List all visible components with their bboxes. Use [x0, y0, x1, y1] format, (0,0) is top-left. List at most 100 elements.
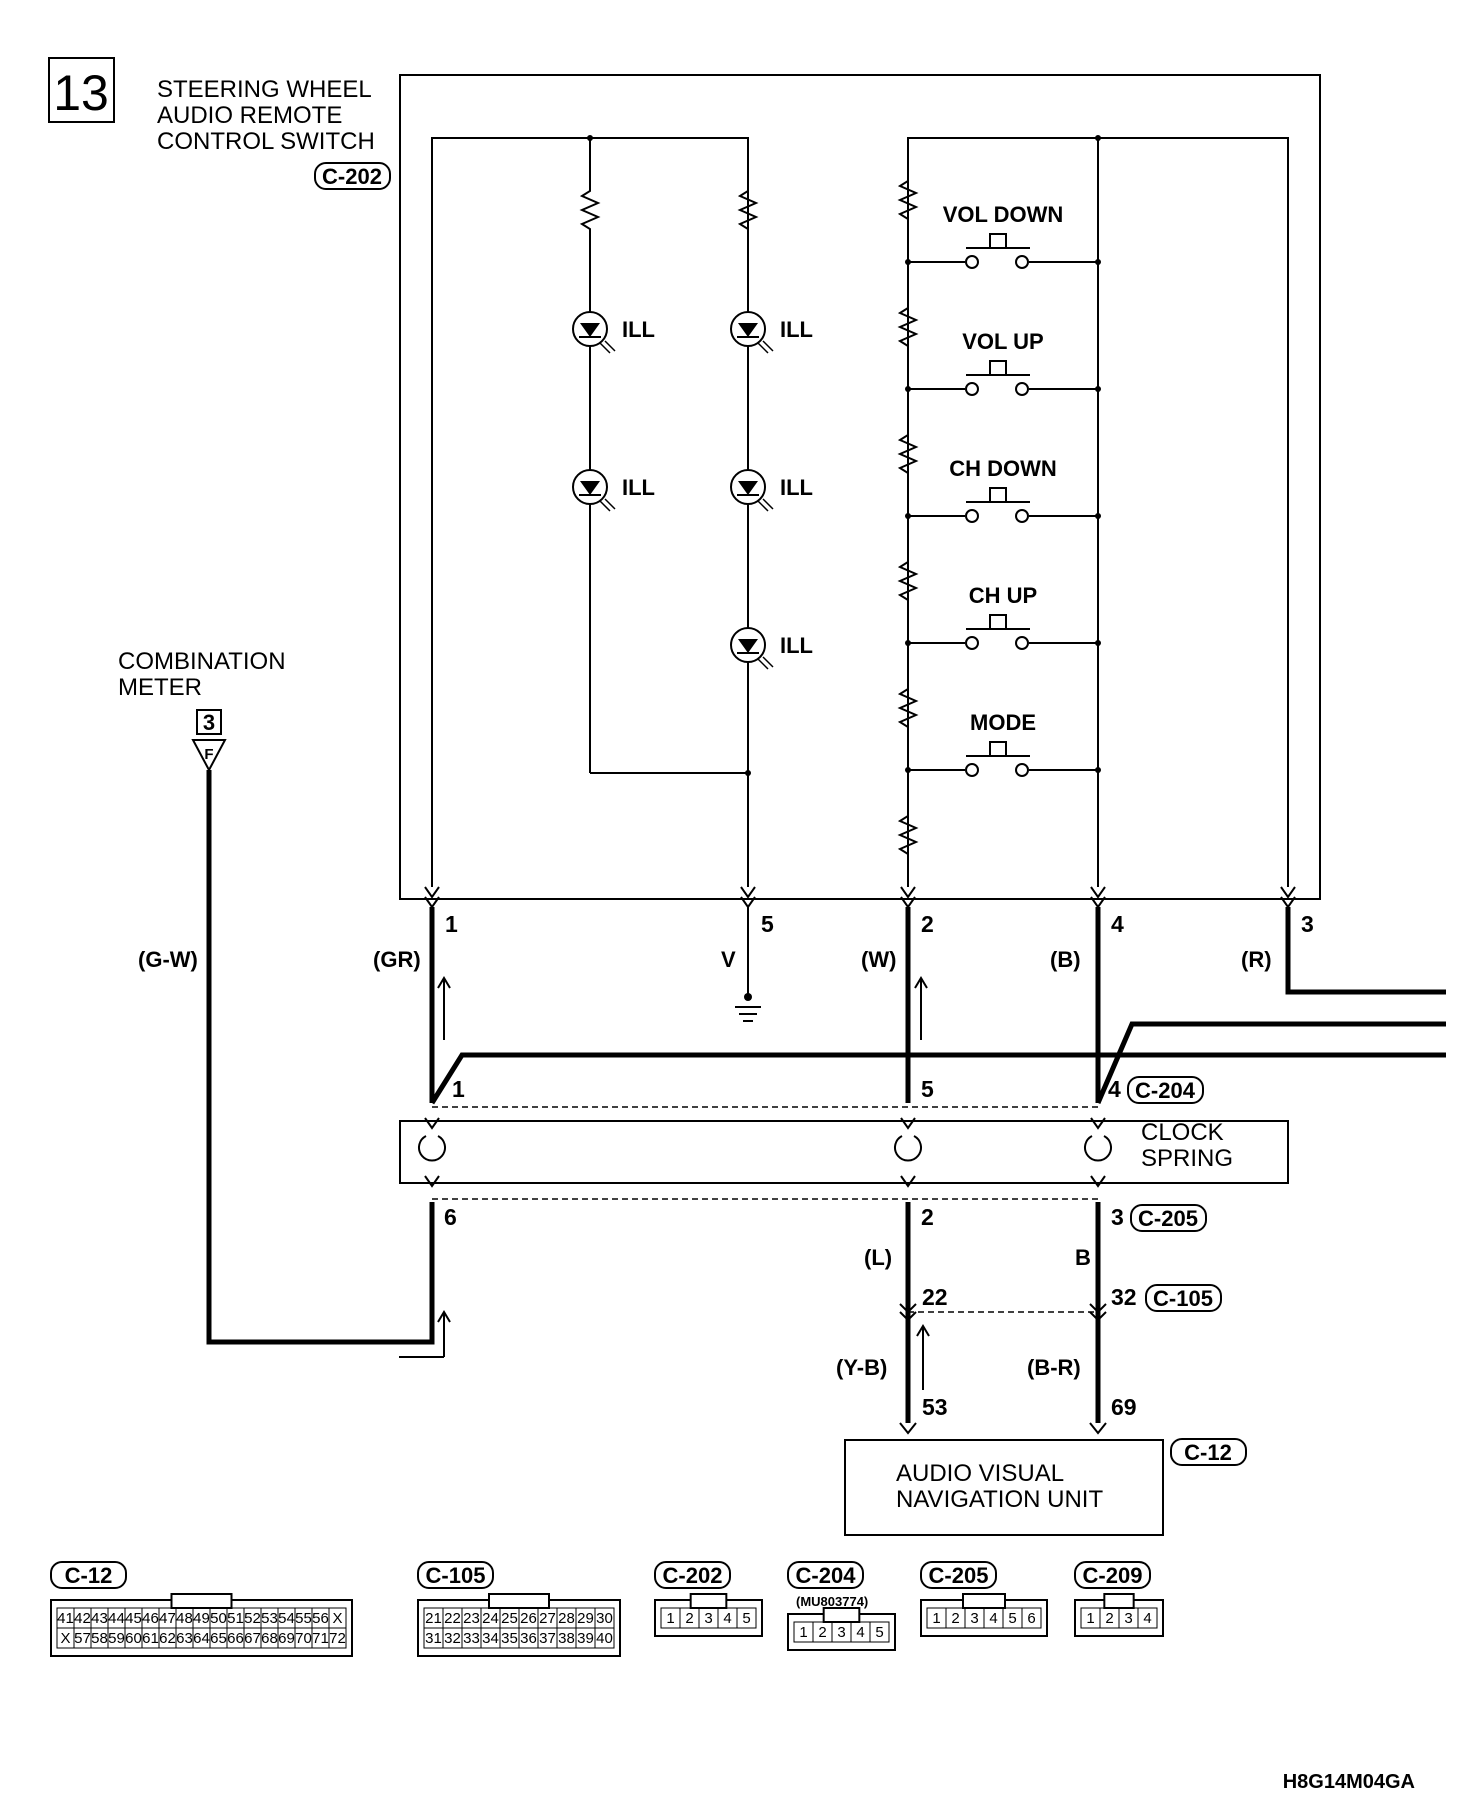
- connector-cavity: 4: [989, 1610, 997, 1627]
- connector-cavity: 71: [312, 1630, 329, 1647]
- wire-color-l: (L): [864, 1245, 892, 1270]
- connector-cavity: 67: [244, 1630, 261, 1647]
- connector-cavity: 5: [742, 1610, 750, 1627]
- clock-spring-box: [399, 1120, 1289, 1184]
- connector-cavity: 53: [261, 1610, 278, 1627]
- switch-button-label: VOL UP: [962, 329, 1044, 354]
- connector-cavity: 3: [837, 1624, 845, 1641]
- connector-cavity: 4: [1143, 1610, 1151, 1627]
- meter-ref-letter: F: [204, 746, 213, 763]
- connector-cavity: 38: [558, 1630, 575, 1647]
- connector-cavity: 41: [57, 1610, 74, 1627]
- external-wiring: [206, 770, 1446, 1358]
- connector-cavity: 27: [539, 1610, 556, 1627]
- wire-color-br: (B-R): [1027, 1355, 1081, 1380]
- connector-cavity: 36: [520, 1630, 537, 1647]
- clock-top-pin-4: 4: [1108, 1076, 1121, 1102]
- connector-cavity: 2: [685, 1610, 693, 1627]
- connector-view-name: C-105: [426, 1563, 486, 1588]
- switch-button-label: MODE: [970, 710, 1036, 735]
- connector-view-name: C-205: [929, 1563, 989, 1588]
- c205-label: C-205: [1138, 1206, 1198, 1231]
- switch-button-label: CH UP: [969, 583, 1037, 608]
- connector-cavity: 52: [244, 1610, 261, 1627]
- switch-pin-5: 5: [761, 911, 774, 937]
- wire-color-pin5: V: [721, 947, 736, 972]
- av-unit-box: [844, 1439, 1164, 1536]
- connector-cavity: 3: [704, 1610, 712, 1627]
- connector-cavity: 4: [723, 1610, 731, 1627]
- av-unit-title-line-1: AUDIO VISUAL: [896, 1460, 1064, 1487]
- ill-label: ILL: [780, 633, 813, 658]
- wire-color-pin2: (W): [861, 947, 896, 972]
- c204-label: C-204: [1135, 1078, 1196, 1103]
- clock-spring-title-line-1: CLOCK: [1141, 1119, 1224, 1146]
- ill-label: ILL: [622, 475, 655, 500]
- connector-cavity: 43: [91, 1610, 108, 1627]
- wire-color-pin1: (GR): [373, 947, 421, 972]
- c105-label: C-105: [1153, 1286, 1213, 1311]
- page-number: 13: [53, 65, 109, 121]
- connector-cavity: 33: [463, 1630, 480, 1647]
- connector-cavity: 1: [666, 1610, 674, 1627]
- page-number-box: [48, 57, 115, 123]
- connector-view-name: C-12: [65, 1563, 113, 1588]
- connector-cavity: 1: [799, 1624, 807, 1641]
- meter-ref-triangle: [191, 739, 227, 773]
- switch-button: CH UP: [905, 583, 1101, 650]
- connector-cavity: 62: [159, 1630, 176, 1647]
- connector-cavity: 22: [444, 1610, 461, 1627]
- connector-cavity: 40: [596, 1630, 613, 1647]
- connector-cavity: 59: [108, 1630, 125, 1647]
- connector-cavity: 39: [577, 1630, 594, 1647]
- connector-cavity: 46: [142, 1610, 159, 1627]
- junction-pin-22: 22: [922, 1284, 948, 1310]
- switch-internal-circuit: [431, 135, 1289, 887]
- connector-cavity: 28: [558, 1610, 575, 1627]
- connector-cavity: 60: [125, 1630, 142, 1647]
- connector-cavity: 3: [970, 1610, 978, 1627]
- c105-badge: [1145, 1284, 1222, 1312]
- switch-button: VOL UP: [905, 329, 1101, 396]
- connector-cavity: 30: [596, 1610, 613, 1627]
- switch-title-line-3: CONTROL SWITCH: [157, 128, 375, 155]
- connector-cavity: 5: [1008, 1610, 1016, 1627]
- clock-spring-title-line-2: SPRING: [1141, 1145, 1233, 1172]
- connector-cavity: 51: [227, 1610, 244, 1627]
- connector-cavity: 32: [444, 1630, 461, 1647]
- ground-icon: [735, 993, 761, 1022]
- connector-cavity: 21: [425, 1610, 442, 1627]
- unit-pin-69: 69: [1111, 1394, 1137, 1420]
- c12-label: C-12: [1184, 1440, 1232, 1465]
- connector-cavity: 55: [295, 1610, 312, 1627]
- connector-view-name: C-202: [663, 1563, 723, 1588]
- connector-cavity: 4: [856, 1624, 864, 1641]
- connector-cavity: 66: [227, 1630, 244, 1647]
- connector-cavity: X: [332, 1610, 342, 1627]
- ill-label: ILL: [780, 475, 813, 500]
- junction-pin-32: 32: [1111, 1284, 1137, 1310]
- ill-label: ILL: [622, 317, 655, 342]
- clock-bottom-pin-3: 3: [1111, 1204, 1124, 1230]
- connector-cavity: 23: [463, 1610, 480, 1627]
- c204-badge: [1127, 1076, 1204, 1104]
- steering-switch-box: [399, 74, 1321, 900]
- connector-cavity: 1: [1086, 1610, 1094, 1627]
- switch-title-line-1: STEERING WHEEL: [157, 76, 372, 103]
- wire-color-yb: (Y-B): [836, 1355, 887, 1380]
- lower-wiring: [899, 1202, 1107, 1435]
- unit-pin-53: 53: [922, 1394, 948, 1420]
- connector-cavity: 50: [210, 1610, 227, 1627]
- switch-pin-4: 4: [1111, 911, 1124, 937]
- clock-top-pin-5: 5: [921, 1076, 934, 1102]
- connector-cavity: 57: [74, 1630, 91, 1647]
- c12-badge: [1170, 1438, 1247, 1466]
- switch-pin-1: 1: [445, 911, 458, 937]
